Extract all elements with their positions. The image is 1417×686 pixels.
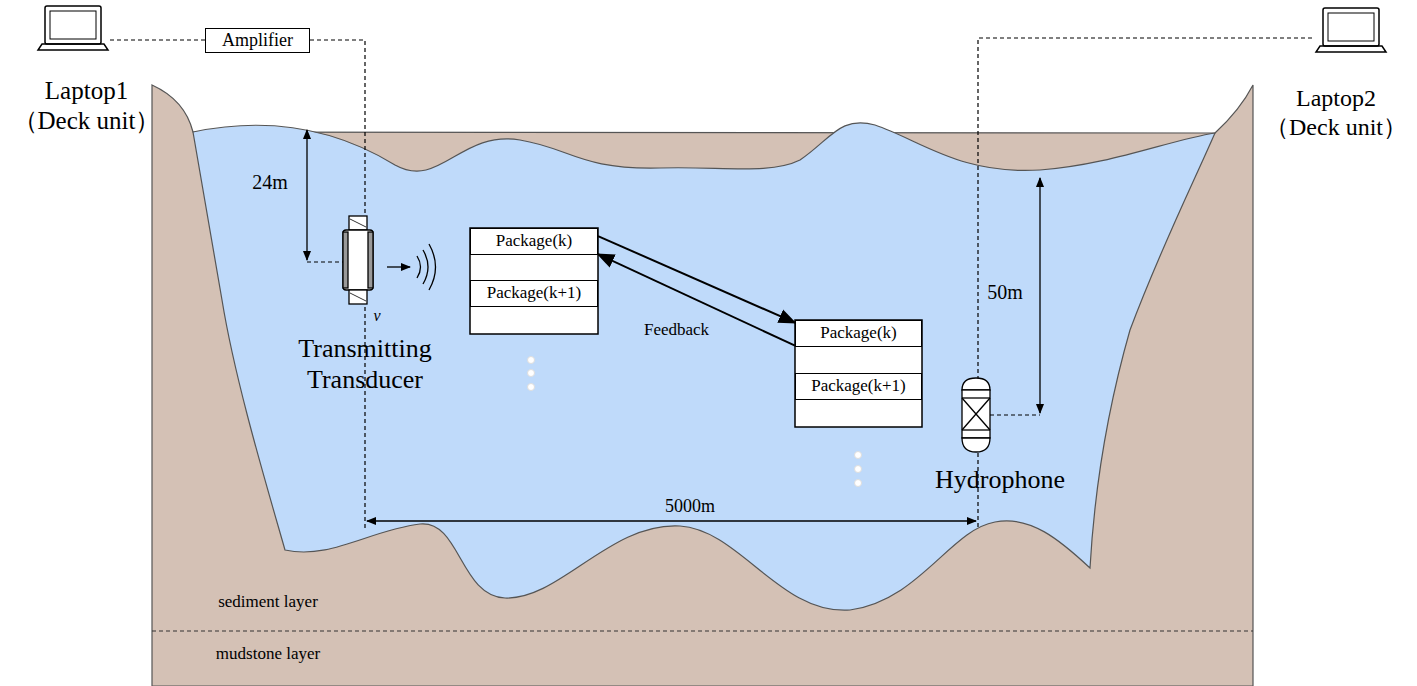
node-text: Package(k+1) <box>487 283 582 303</box>
part-name: Hydrophone <box>915 464 1085 495</box>
edge-label: Feedback <box>642 320 711 340</box>
dimension-label: 50m <box>965 280 1045 304</box>
layer-divider <box>152 630 1253 631</box>
package-cell: Package(k+1) <box>470 280 598 307</box>
device-label: Laptop1 （Deck unit） <box>4 76 169 136</box>
package-stack <box>470 228 922 427</box>
water <box>193 123 1215 610</box>
package-cell: Package(k+1) <box>795 373 922 400</box>
laptop-icon <box>1316 8 1386 52</box>
device-label: Laptop2 （Deck unit） <box>1261 84 1411 142</box>
dimension-line <box>307 130 1040 521</box>
node-text: Amplifier <box>222 30 293 52</box>
arrow-connector <box>598 236 795 323</box>
transmitting-transducer <box>343 216 436 304</box>
laptop-icon <box>38 6 108 50</box>
arrow-connector <box>598 254 795 345</box>
amplifier-box: Amplifier <box>205 28 310 53</box>
cable <box>110 38 1312 528</box>
layer-label: mudstone layer <box>188 644 348 664</box>
layer-label: sediment layer <box>188 592 348 612</box>
hydrophone-symbol <box>962 378 990 452</box>
dimension-label: 24m <box>230 170 310 194</box>
node-text: Package(k) <box>496 231 572 251</box>
velocity-symbol: v <box>362 306 392 325</box>
package-cell: Package(k) <box>470 228 598 255</box>
ground <box>152 85 1253 686</box>
node-text: Package(k) <box>820 323 896 343</box>
node-text: Package(k+1) <box>811 376 906 396</box>
package-cell: Package(k) <box>795 320 922 347</box>
part-name: Transmitting Transducer <box>270 333 460 395</box>
dimension-label: 5000m <box>645 496 735 518</box>
